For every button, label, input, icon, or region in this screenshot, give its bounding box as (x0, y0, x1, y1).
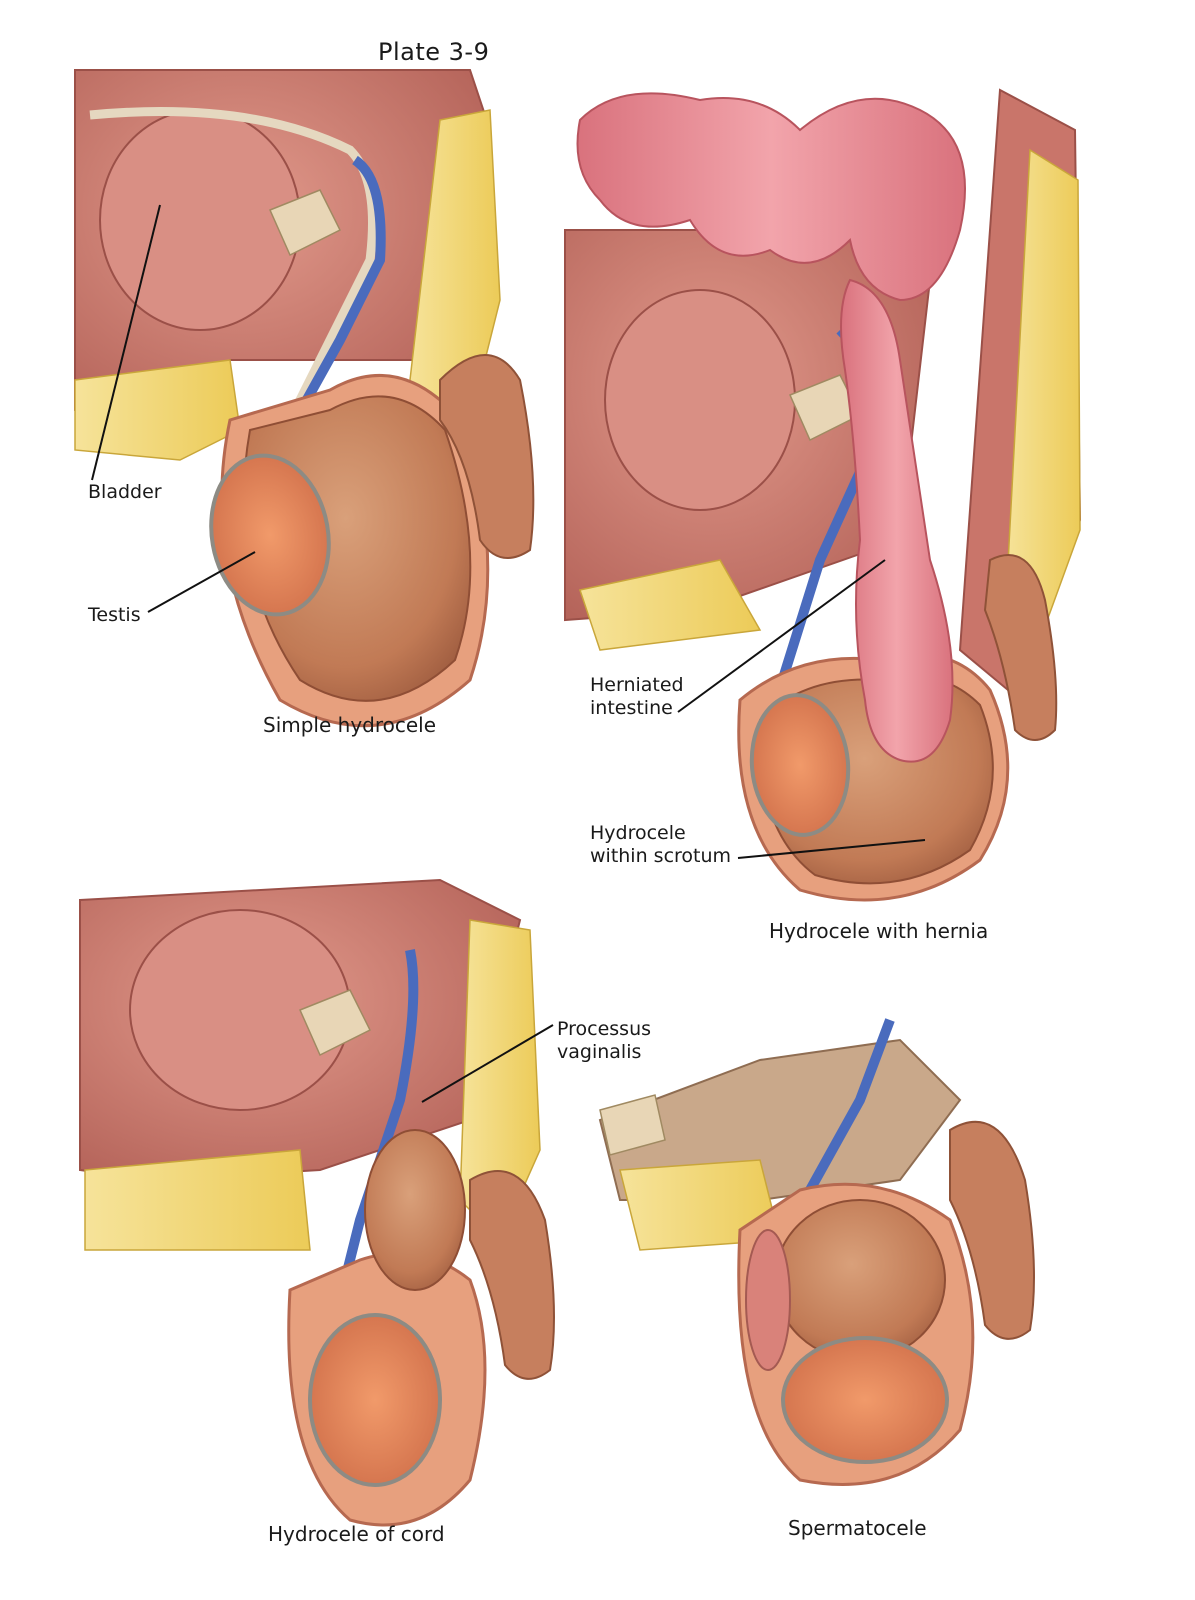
bladder (99, 109, 301, 331)
pubic-bone (599, 1094, 666, 1156)
penis (469, 1170, 555, 1380)
pubic-bone (298, 989, 372, 1057)
small-intestine-loops (576, 92, 966, 302)
label-processus-vaginalis-line1: Processus (557, 1018, 652, 1040)
herniated-intestine (840, 278, 954, 763)
ductus-deferens (89, 107, 377, 423)
fat-layer (1004, 148, 1081, 642)
caption-hydrocele-with-hernia: Hydrocele with hernia (769, 919, 989, 943)
penis (949, 1120, 1035, 1340)
leader-line-bladder (91, 204, 161, 481)
panel-hydrocele-with-hernia (564, 88, 1082, 902)
penis (983, 554, 1058, 741)
label-testis: Testis (88, 604, 141, 626)
spermatic-cord-veins (315, 949, 419, 1382)
pubic-bone (268, 189, 342, 257)
bladder (604, 289, 796, 511)
panel-spermatocele (598, 1018, 1035, 1486)
spermatic-cord-veins (805, 1018, 895, 1193)
label-hydrocele-scrotum-line1: Hydrocele (590, 822, 686, 844)
label-bladder: Bladder (88, 481, 162, 503)
plate-title: Plate 3-9 (378, 38, 490, 66)
caption-simple-hydrocele: Simple hydrocele (263, 713, 437, 737)
label-herniated-intestine: Herniated intestine (590, 674, 684, 720)
leader-line-hydrocele-scrotum (737, 839, 926, 859)
leader-line-testis (147, 551, 256, 613)
panel-simple-hydrocele (74, 69, 535, 728)
penis (439, 354, 535, 559)
spermatic-cord-veins (285, 155, 386, 433)
testis (209, 453, 331, 617)
spermatocele-cyst (774, 1199, 946, 1361)
testis (781, 1336, 949, 1464)
fat-layer-lower (84, 1149, 311, 1251)
testis (749, 693, 851, 837)
caption-hydrocele-of-cord: Hydrocele of cord (268, 1522, 445, 1546)
cord-hydrocele-sac (364, 1129, 466, 1291)
testis (308, 1313, 442, 1487)
label-hydrocele-scrotum: Hydrocele within scrotum (590, 822, 731, 868)
fat-layer-lower (579, 559, 762, 651)
caption-spermatocele: Spermatocele (788, 1516, 927, 1540)
label-herniated-intestine-line1: Herniated (590, 674, 684, 696)
label-herniated-intestine-line2: intestine (590, 697, 673, 719)
epididymis (745, 1229, 791, 1371)
leader-line-herniated-intestine (677, 559, 886, 713)
label-processus-vaginalis: Processus vaginalis (557, 1018, 651, 1064)
panel-hydrocele-of-cord (79, 878, 555, 1527)
label-hydrocele-scrotum-line2: within scrotum (590, 845, 732, 867)
leader-line-processus-vaginalis (421, 1024, 554, 1103)
label-processus-vaginalis-line2: vaginalis (557, 1041, 642, 1063)
